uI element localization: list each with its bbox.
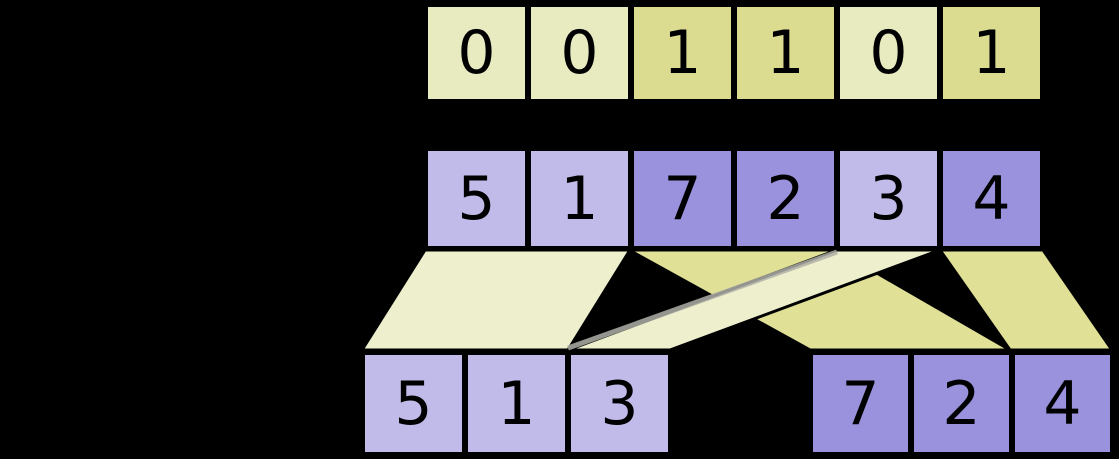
ribbon-false-a bbox=[359, 248, 633, 352]
ribbon-true-b bbox=[937, 248, 1115, 352]
input-cell-cell-5: 4 bbox=[940, 148, 1043, 249]
input-cell-cell-0: 5 bbox=[425, 148, 528, 249]
input-cell-cell-2: 7 bbox=[631, 148, 734, 249]
mask-cell-cell-0: 0 bbox=[425, 4, 528, 102]
mask-cell-cell-2: 1 bbox=[631, 4, 734, 102]
input-cell-cell-3: 2 bbox=[734, 148, 837, 249]
ribbon-false-b bbox=[567, 248, 941, 352]
mask-cell-cell-4: 0 bbox=[837, 4, 940, 102]
output-true-cell-cell-0: 7 bbox=[810, 352, 911, 455]
input-cell-cell-4: 3 bbox=[837, 148, 940, 249]
ribbon-crossing-line bbox=[567, 249, 838, 351]
mask-cell-cell-3: 1 bbox=[734, 4, 837, 102]
ribbon-true-a bbox=[628, 248, 1016, 352]
mask-cell-cell-5: 1 bbox=[940, 4, 1043, 102]
output-true-cell-cell-2: 4 bbox=[1012, 352, 1113, 455]
output-false-cell-cell-1: 1 bbox=[465, 352, 568, 455]
output-false-cell-cell-0: 5 bbox=[362, 352, 465, 455]
input-cell-cell-1: 1 bbox=[528, 148, 631, 249]
mask-cell-cell-1: 0 bbox=[528, 4, 631, 102]
output-true-cell-cell-1: 2 bbox=[911, 352, 1012, 455]
output-false-cell-cell-2: 3 bbox=[568, 352, 671, 455]
